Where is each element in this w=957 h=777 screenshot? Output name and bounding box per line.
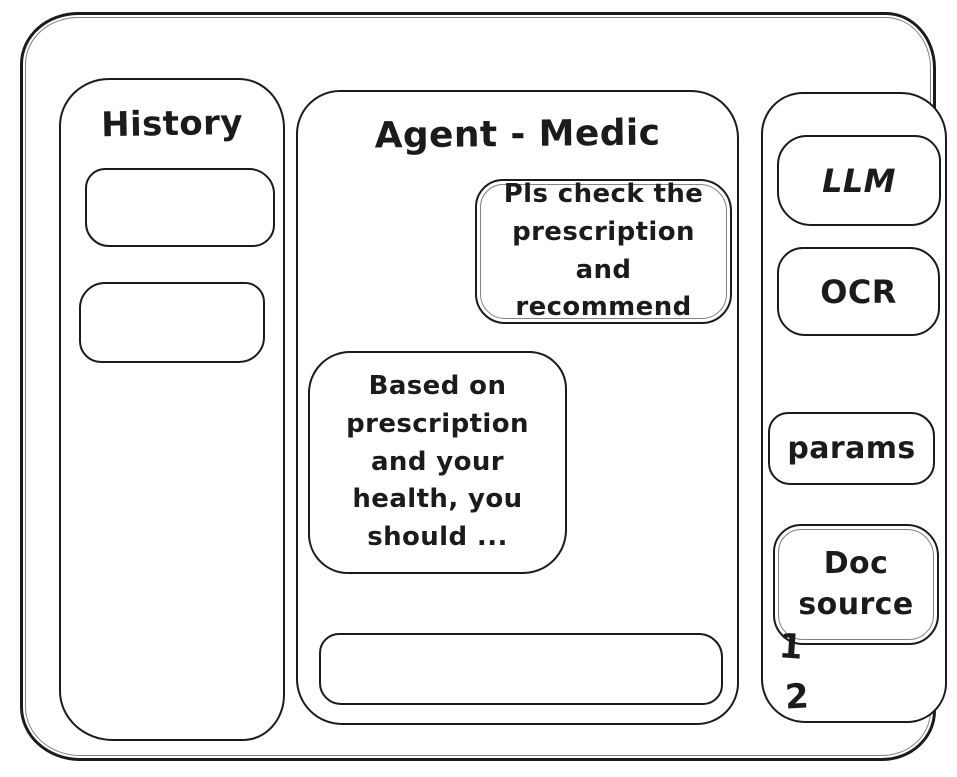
app-window-frame: History Agent - Medic Pls check the pres… [20, 12, 947, 761]
history-title: History [100, 102, 244, 146]
history-sidebar: History [59, 78, 285, 741]
message-input[interactable] [321, 635, 721, 703]
doc-source-button[interactable]: Doc source [773, 524, 939, 645]
doc-source-item-1[interactable]: 1 [777, 626, 805, 668]
tools-sidebar: LLM OCR params Doc source 1 2 [761, 92, 947, 723]
history-item[interactable] [85, 168, 275, 247]
params-button[interactable]: params [768, 412, 935, 485]
doc-source-item-2[interactable]: 2 [783, 676, 810, 718]
chat-title: Agent - Medic [374, 112, 661, 157]
ocr-button[interactable]: OCR [777, 247, 940, 336]
chat-panel: Agent - Medic Pls check the prescription… [296, 90, 739, 725]
message-input-container [319, 633, 723, 705]
user-message-bubble: Pls check the prescription and recommend [475, 179, 732, 324]
history-item[interactable] [79, 282, 265, 363]
llm-button[interactable]: LLM [777, 135, 941, 226]
agent-message-bubble: Based on prescription and your health, y… [308, 351, 567, 574]
